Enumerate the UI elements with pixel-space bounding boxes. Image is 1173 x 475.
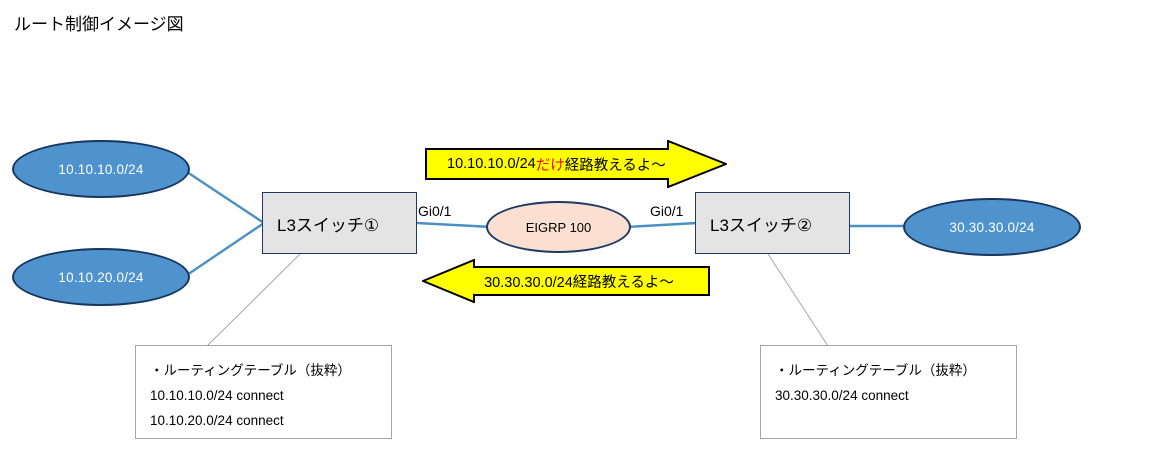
network-ellipse-10-10-10[interactable]: 10.10.10.0/24 <box>12 140 190 198</box>
network-ellipse-30-30-30[interactable]: 30.30.30.0/24 <box>903 198 1081 256</box>
arrow-text-prefix: 10.10.10.0/24 <box>447 156 536 172</box>
routing-table-note-right: ・ルーティングテーブル（抜粋） 30.30.30.0/24 connect <box>760 345 1017 439</box>
link-eigrp-to-switch2 <box>625 221 698 229</box>
leader-line-switch2-note <box>767 253 829 347</box>
device-box-l3-switch-1[interactable]: L3スイッチ① <box>262 192 417 254</box>
page-title: ルート制御イメージ図 <box>14 15 184 34</box>
note-left-row-1: 10.10.20.0/24 connect <box>150 413 284 428</box>
link-net2-to-switch1 <box>183 222 265 278</box>
arrow-left-shape <box>422 259 710 303</box>
interface-label-right: Gi0/1 <box>650 203 684 219</box>
link-switch1-to-eigrp <box>416 221 493 229</box>
routing-table-note-left: ・ルーティングテーブル（抜粋） 10.10.10.0/24 connect 10… <box>135 345 392 439</box>
device-box-l3-switch-2[interactable]: L3スイッチ② <box>695 192 850 254</box>
note-left-heading: ・ルーティングテーブル（抜粋） <box>150 363 351 378</box>
note-right-row-0: 30.30.30.0/24 connect <box>775 388 909 403</box>
note-left-row-0: 10.10.10.0/24 connect <box>150 388 284 403</box>
note-right-heading: ・ルーティングテーブル（抜粋） <box>775 363 976 378</box>
arrow-right-shape <box>425 140 727 188</box>
arrow-advertise-left-text: 30.30.30.0/24経路教えるよ〜 <box>484 274 674 291</box>
network-ellipse-10-10-20[interactable]: 10.10.20.0/24 <box>12 248 190 306</box>
arrow-text-suffix: 経路教えるよ〜 <box>564 157 666 174</box>
arrow-text-highlight: だけ <box>535 157 565 174</box>
link-net1-to-switch1 <box>183 168 265 225</box>
leader-line-switch1-note <box>206 253 301 347</box>
interface-label-left: Gi0/1 <box>418 203 452 219</box>
protocol-ellipse-eigrp[interactable]: EIGRP 100 <box>486 201 631 253</box>
arrow-advertise-left[interactable]: 30.30.30.0/24経路教えるよ〜 <box>422 259 710 303</box>
